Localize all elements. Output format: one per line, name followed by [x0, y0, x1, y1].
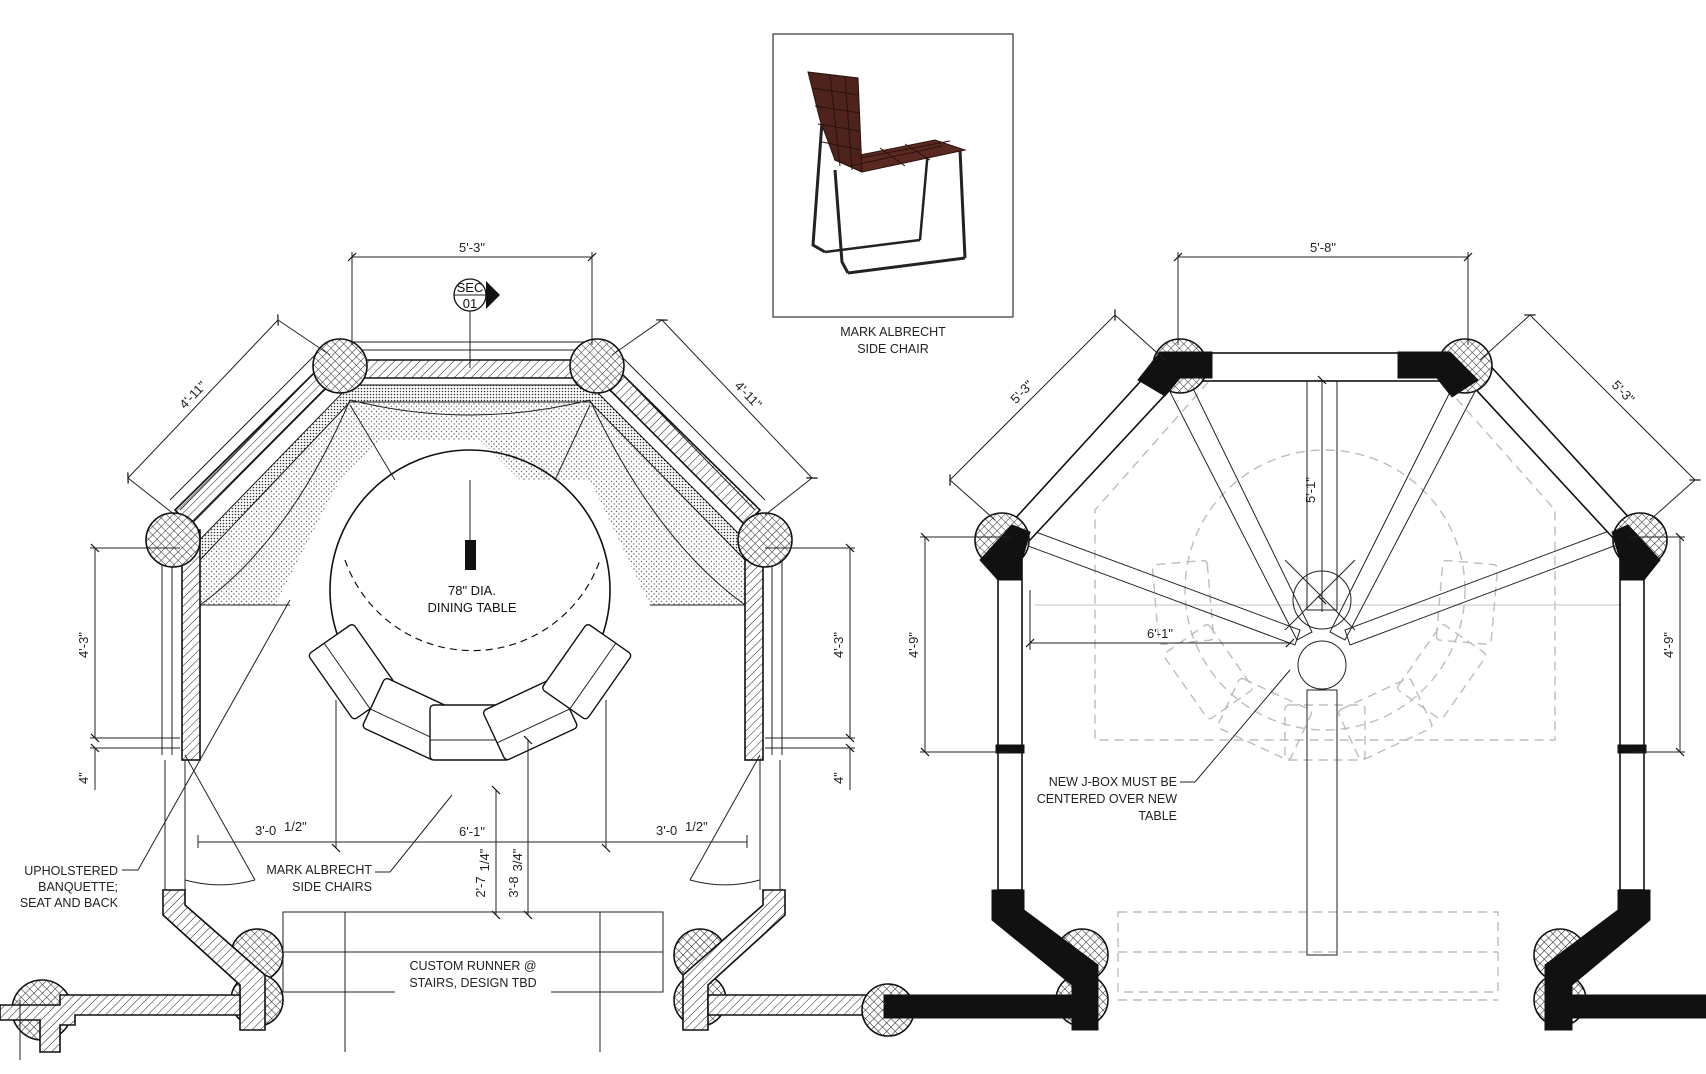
dim-left-side: 4'-3": [76, 632, 91, 658]
left-dimensions: 5'-3" 4'-11" 4'-11" 4'-3" 4" 4'-3" 4": [76, 240, 855, 920]
right-plan: 5'-8" 5'-3" 5'-3" 4'-9" 4'-9" 5'-1" 6'-1…: [861, 240, 1706, 1037]
note-banquette-line1: UPHOLSTERED: [24, 864, 118, 878]
note-jbox: NEW J-BOX MUST BE CENTERED OVER NEW TABL…: [1037, 669, 1291, 823]
dim-right-bottom-frac: 1/2": [685, 819, 708, 834]
chair-caption-line2: SIDE CHAIR: [857, 342, 929, 356]
dim-left-bottom: 3'-0: [255, 823, 276, 838]
note-chairs: MARK ALBRECHT SIDE CHAIRS: [266, 794, 453, 894]
dim-right-side: 4'-3": [831, 632, 846, 658]
note-banquette-line2: BANQUETTE;: [38, 880, 118, 894]
dim-left-small: 4": [76, 772, 91, 784]
note-jbox-line3: TABLE: [1138, 809, 1177, 823]
note-chairs-line1: MARK ALBRECHT: [266, 863, 372, 877]
dim-top: 5'-3": [459, 240, 485, 255]
dim-upper-right: 4'-11": [732, 378, 765, 412]
pendant-icon: [465, 540, 476, 570]
chair-photo: MARK ALBRECHT SIDE CHAIR: [772, 33, 1014, 356]
door-left: [184, 754, 256, 881]
section-tag-top: SEC: [457, 280, 484, 295]
dim-center-vertical: 5'-1": [1303, 477, 1318, 503]
dim-upper-left: 4'-11": [176, 378, 209, 412]
dim-vert-a: 2'-7: [473, 876, 488, 897]
right-walls: [995, 351, 1647, 891]
note-banquette: UPHOLSTERED BANQUETTE; SEAT AND BACK: [20, 599, 291, 910]
dim-upper-left-right: 5'-3": [1007, 377, 1036, 406]
dim-left-side-right: 4'-9": [906, 632, 921, 658]
note-jbox-line2: CENTERED OVER NEW: [1037, 792, 1177, 806]
dim-vert-a-frac: 1/4": [477, 848, 492, 871]
right-black-walls: [883, 351, 1706, 1031]
chair-image: [807, 71, 967, 275]
dim-center-bottom: 6'-1": [459, 824, 485, 839]
dim-left-bottom-frac: 1/2": [284, 819, 307, 834]
dim-upper-right-right: 5'-3": [1609, 377, 1638, 406]
note-banquette-line3: SEAT AND BACK: [20, 896, 119, 910]
section-tag-bottom: 01: [463, 296, 477, 311]
dim-vert-b-frac: 3/4": [510, 848, 525, 871]
banquette-cushion: [200, 400, 745, 605]
table-label-name: DINING TABLE: [427, 600, 516, 615]
chair-caption-line1: MARK ALBRECHT: [840, 325, 946, 339]
right-dimensions: 5'-8" 5'-3" 5'-3" 4'-9" 4'-9" 5'-1" 6'-1…: [906, 240, 1701, 757]
left-plan: SEC 01 5'-3" 4'-11" 4'-11" 4'-3" 4": [0, 240, 881, 1060]
dim-right-bottom: 3'-0: [656, 823, 677, 838]
door-right: [689, 754, 761, 881]
dim-top-right: 5'-8": [1310, 240, 1336, 255]
note-chairs-line2: SIDE CHAIRS: [292, 880, 372, 894]
side-chairs-left-plan: [308, 624, 632, 761]
note-runner-line1: CUSTOM RUNNER @: [409, 959, 536, 973]
dim-center-horizontal: 6'-1": [1147, 626, 1173, 641]
banquette-curve: [349, 399, 591, 416]
table-label-size: 78" DIA.: [448, 583, 496, 598]
note-runner-line2: STAIRS, DESIGN TBD: [409, 976, 536, 990]
note-jbox-line1: NEW J-BOX MUST BE: [1049, 775, 1177, 789]
stair-runner: CUSTOM RUNNER @ STAIRS, DESIGN TBD: [282, 911, 664, 1052]
section-tag: SEC 01: [453, 278, 500, 368]
dim-right-side-right: 4'-9": [1661, 632, 1676, 658]
dim-right-small: 4": [831, 772, 846, 784]
dim-vert-b: 3'-8: [506, 876, 521, 897]
